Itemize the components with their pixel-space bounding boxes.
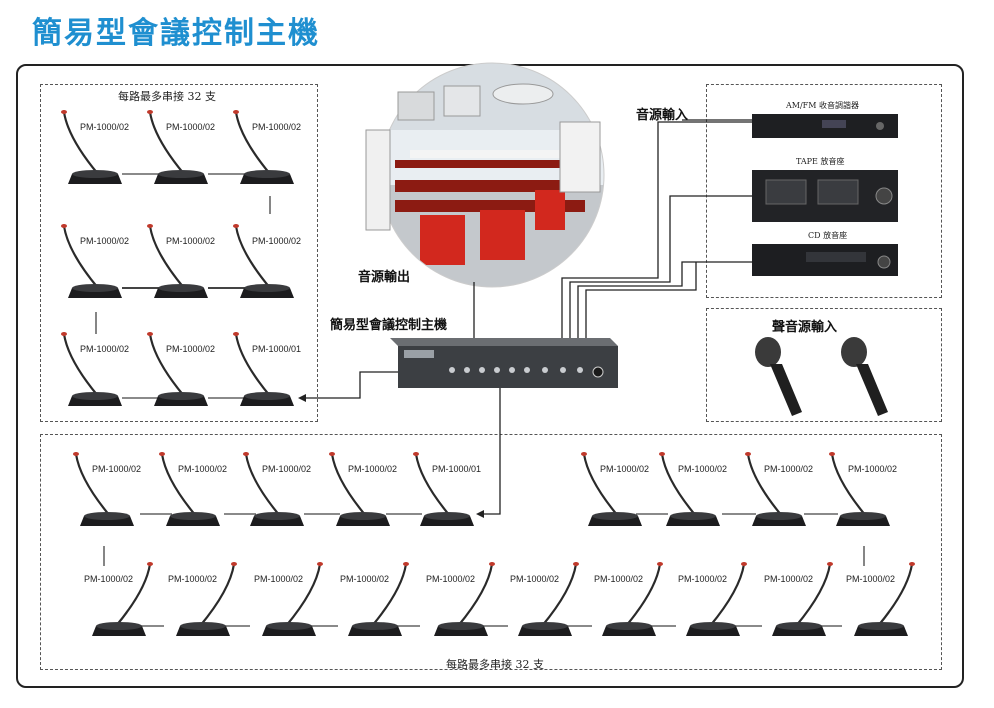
bottom-row1-right-mic-4-label: PM-1000/02	[848, 464, 898, 474]
bottom-row2-mic-10	[848, 560, 918, 640]
left-mic-8-label: PM-1000/02	[166, 344, 216, 354]
bottom-row2-mic-8-label: PM-1000/02	[678, 574, 728, 584]
bottom-row1-left-mic-3	[240, 450, 310, 530]
bottom-row2-mic-6	[512, 560, 582, 640]
bottom-row2-mic-4	[342, 560, 412, 640]
bottom-row2-mic-2-label: PM-1000/02	[168, 574, 218, 584]
bottom-mic-group	[40, 434, 942, 670]
left-mic-1-label: PM-1000/02	[80, 122, 130, 132]
bottom-row1-left-mic-1-label: PM-1000/02	[92, 464, 142, 474]
left-mic-5	[144, 222, 214, 302]
left-mic-5-label: PM-1000/02	[166, 236, 216, 246]
left-mic-4-label: PM-1000/02	[80, 236, 130, 246]
bottom-row2-mic-10-label: PM-1000/02	[846, 574, 896, 584]
left-mic-7	[58, 330, 128, 410]
left-mic-4	[58, 222, 128, 302]
left-mic-9-label: PM-1000/01	[252, 344, 302, 354]
audio-source-group	[706, 84, 942, 298]
left-mic-3	[230, 108, 300, 188]
bottom-row1-left-mic-4-label: PM-1000/02	[348, 464, 398, 474]
bottom-row1-right-mic-3-label: PM-1000/02	[764, 464, 814, 474]
mic-input-group	[706, 308, 942, 422]
bottom-group-caption: 每路最多串接 32 支	[446, 658, 544, 671]
mic-input-label: 聲音源輸入	[772, 320, 838, 335]
bottom-row1-right-mic-2-label: PM-1000/02	[678, 464, 728, 474]
left-mic-6	[230, 222, 300, 302]
left-mic-6-label: PM-1000/02	[252, 236, 302, 246]
bottom-row1-left-mic-3-label: PM-1000/02	[262, 464, 312, 474]
bottom-row2-mic-7-label: PM-1000/02	[594, 574, 644, 584]
bottom-row1-right-mic-1	[578, 450, 648, 530]
cd-player-art	[752, 244, 898, 276]
bottom-row2-mic-7	[596, 560, 666, 640]
bottom-row1-left-mic-2-label: PM-1000/02	[178, 464, 228, 474]
bottom-row2-mic-3-label: PM-1000/02	[254, 574, 304, 584]
cd-label: CD 放音座	[808, 231, 848, 240]
bottom-row1-left-mic-4	[326, 450, 396, 530]
bottom-row2-mic-5	[428, 560, 498, 640]
bottom-row2-mic-3	[256, 560, 326, 640]
bottom-row2-mic-1	[86, 560, 156, 640]
bottom-row1-right-mic-4	[826, 450, 896, 530]
bottom-row2-mic-5-label: PM-1000/02	[426, 574, 476, 584]
bottom-row1-left-mic-5-label: PM-1000/01	[432, 464, 482, 474]
handheld-mic-1-art	[755, 337, 802, 416]
bottom-row2-mic-2	[170, 560, 240, 640]
bottom-row2-mic-9-label: PM-1000/02	[764, 574, 814, 584]
bottom-row1-right-mic-1-label: PM-1000/02	[600, 464, 650, 474]
left-mic-1	[58, 108, 128, 188]
left-mic-group	[40, 84, 318, 422]
tuner-label: AM/FM 收音調諧器	[786, 101, 859, 110]
left-mic-9	[230, 330, 300, 410]
bottom-row1-right-mic-3	[742, 450, 812, 530]
bottom-row1-left-mic-2	[156, 450, 226, 530]
audio-input-label: 音源輸入	[636, 108, 689, 123]
bottom-row2-mic-9	[766, 560, 836, 640]
host-label: 簡易型會議控制主機	[330, 318, 448, 333]
tape-deck-art	[752, 170, 898, 222]
bottom-row2-mic-1-label: PM-1000/02	[84, 574, 134, 584]
bottom-row1-right-mic-2	[656, 450, 726, 530]
left-mic-8	[144, 330, 214, 410]
bottom-row1-left-mic-1	[70, 450, 140, 530]
bottom-row2-mic-8	[680, 560, 750, 640]
left-mic-2-label: PM-1000/02	[166, 122, 216, 132]
left-mic-7-label: PM-1000/02	[80, 344, 130, 354]
left-mic-3-label: PM-1000/02	[252, 122, 302, 132]
tape-label: TAPE 放音座	[796, 157, 845, 166]
left-group-caption: 每路最多串接 32 支	[118, 90, 216, 103]
bottom-row2-mic-4-label: PM-1000/02	[340, 574, 390, 584]
bottom-row1-left-mic-5	[410, 450, 480, 530]
page-title: 簡易型會議控制主機	[32, 16, 320, 51]
host-unit-art	[390, 338, 618, 388]
left-mic-2	[144, 108, 214, 188]
handheld-mic-2-art	[841, 337, 888, 416]
tuner-art	[752, 114, 898, 138]
bottom-row2-mic-6-label: PM-1000/02	[510, 574, 560, 584]
audio-output-label: 音源輸出	[358, 270, 411, 285]
